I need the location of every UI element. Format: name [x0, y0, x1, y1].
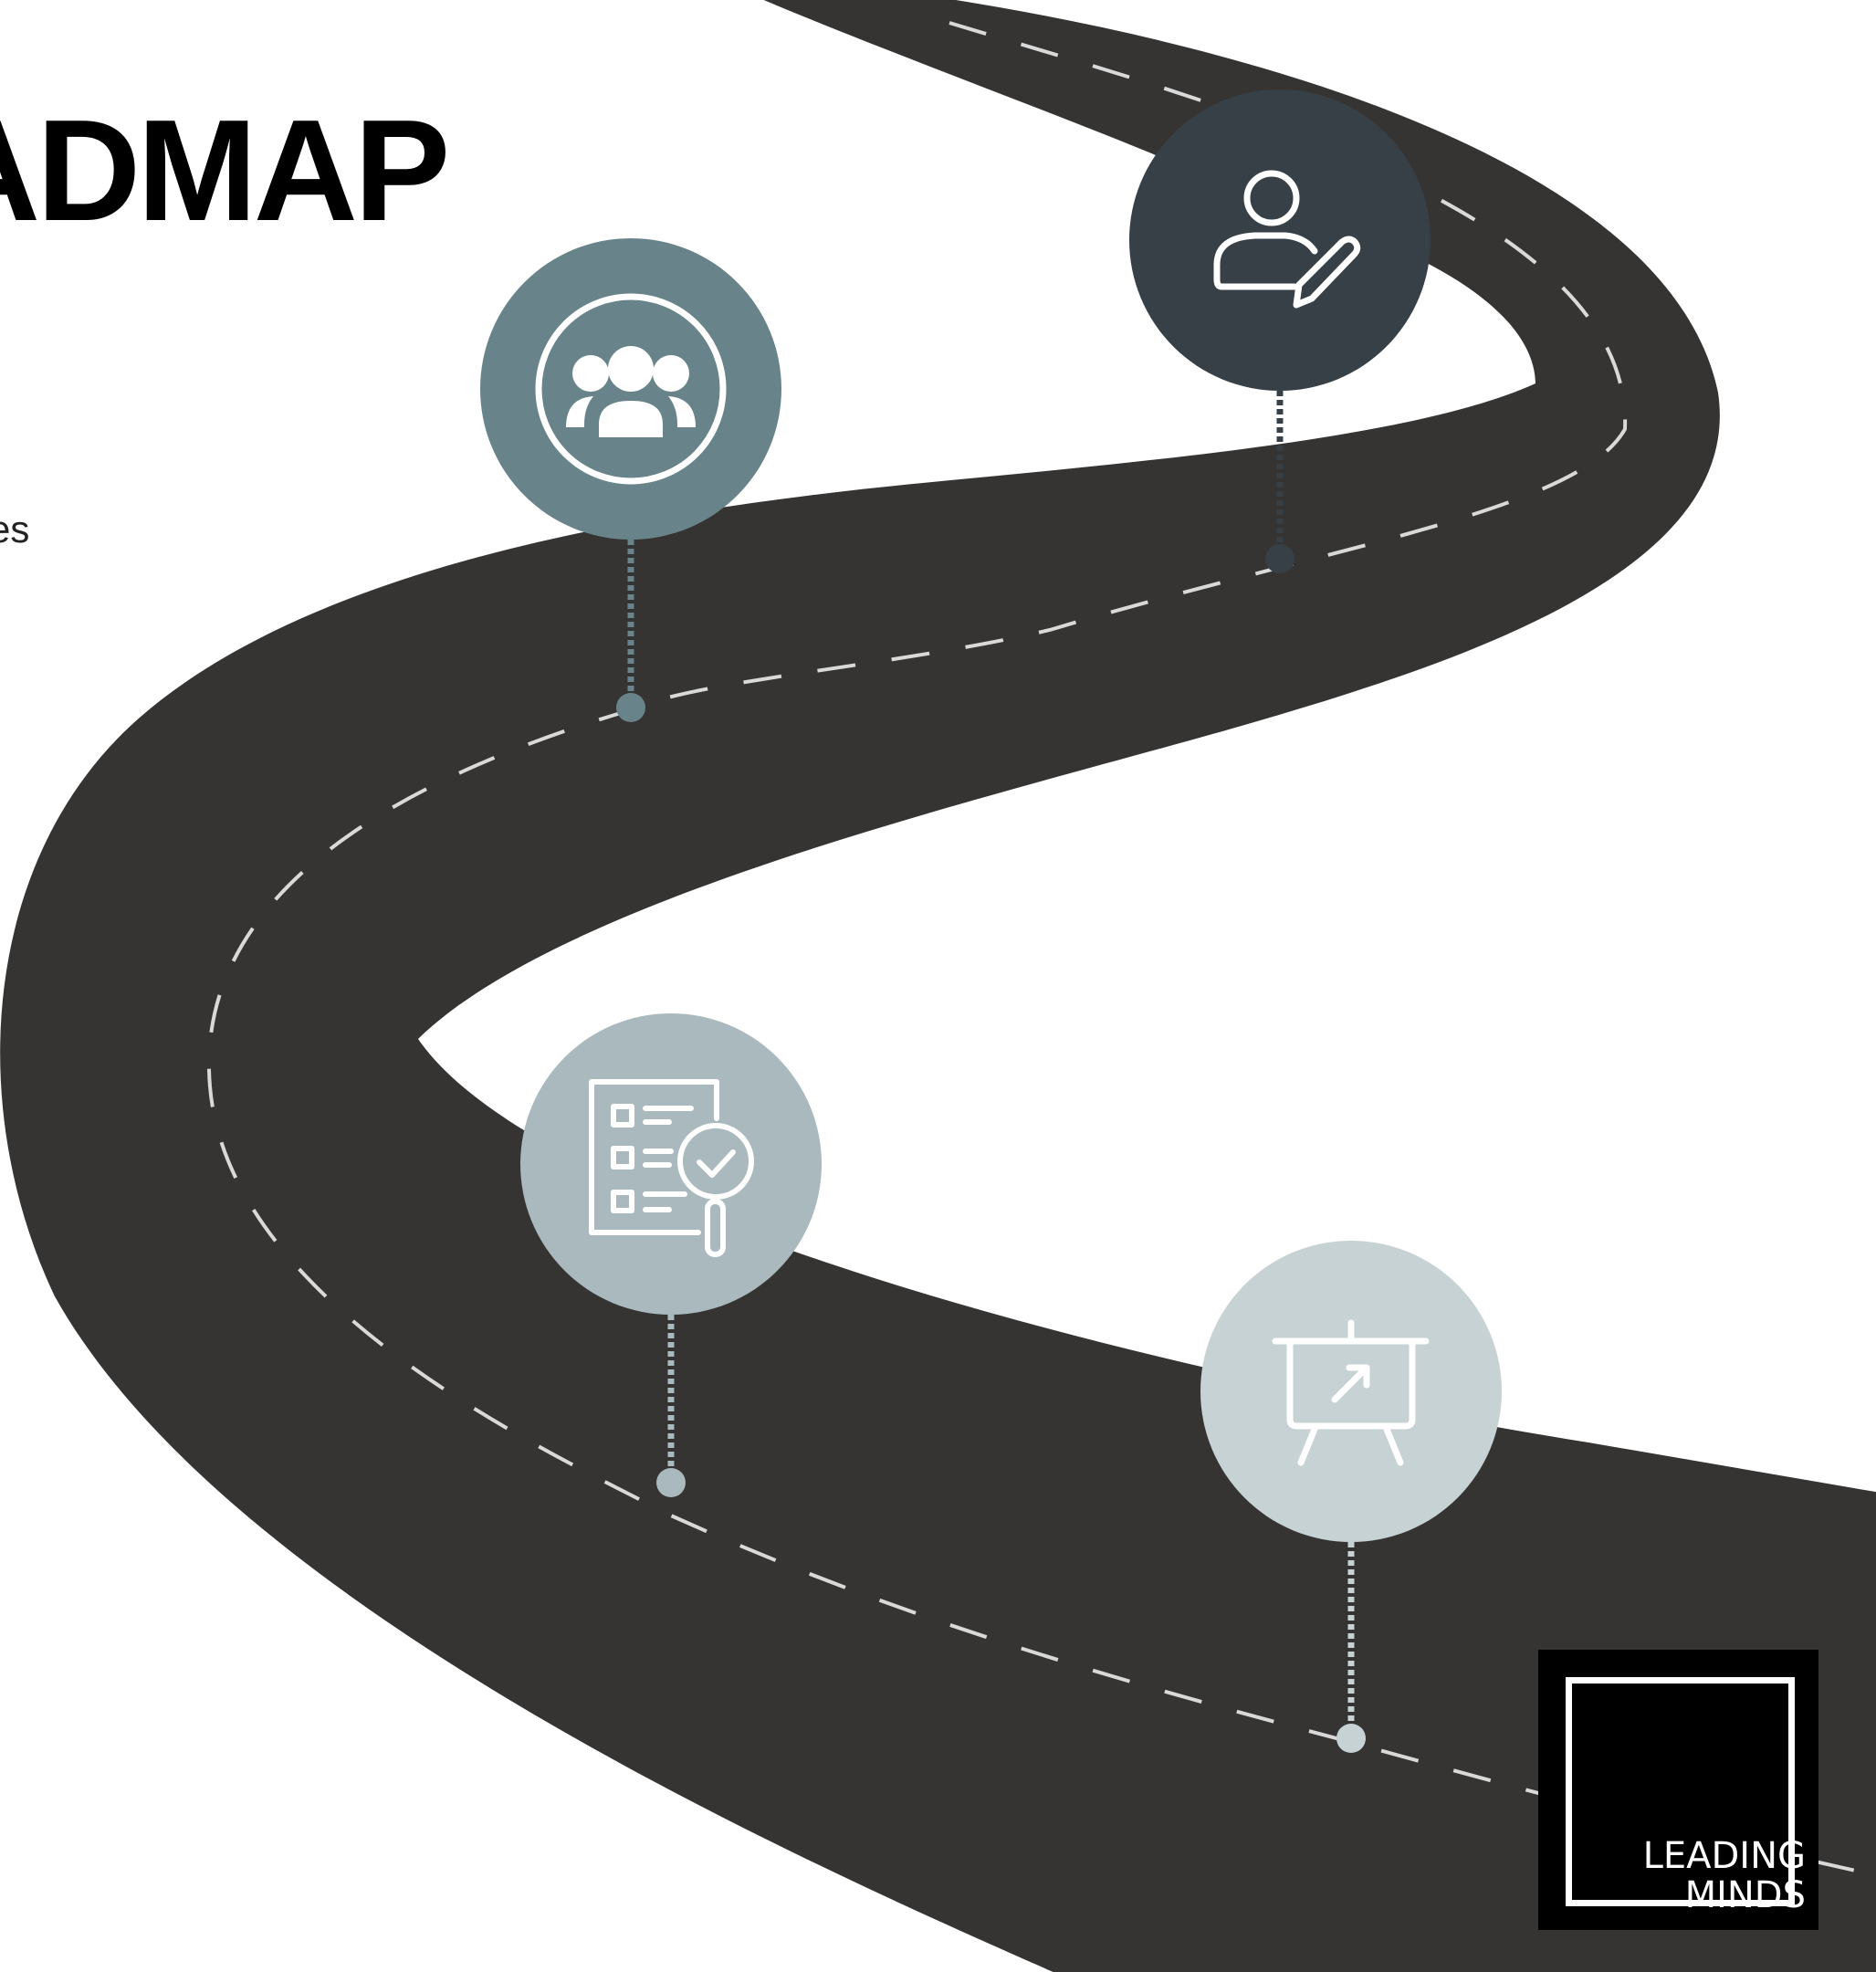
logo-wordmark: LEADING MINDS [1643, 1837, 1806, 1915]
milestone-1 [480, 238, 781, 540]
leading-minds-logo: LEADING MINDS [1538, 1650, 1818, 1930]
team-group-icon [535, 293, 727, 485]
milestone-2-road-marker [1265, 544, 1294, 573]
milestone-1-road-marker [616, 693, 645, 722]
subtitle-fragment: es [0, 508, 30, 551]
milestone-4-circle [1200, 1241, 1502, 1542]
milestone-3 [520, 1013, 822, 1315]
logo-line-1: LEADING [1642, 1835, 1806, 1877]
page-title: ADMAP [0, 90, 450, 251]
logo-frame [1566, 1677, 1795, 1906]
milestone-3-road-marker [656, 1468, 686, 1497]
milestone-4 [1200, 1241, 1502, 1542]
milestone-4-road-marker [1336, 1724, 1366, 1753]
milestone-markers [616, 544, 1366, 1753]
presentation-board-icon [1272, 1319, 1430, 1466]
checklist-search-icon [589, 1079, 754, 1257]
lane-divider [206, 21, 1876, 1877]
milestone-2 [1129, 89, 1431, 391]
milestone-stems [627, 391, 1355, 1738]
user-edit-icon [1213, 170, 1361, 309]
milestone-2-circle [1129, 89, 1431, 391]
logo-line-2: MINDS [1684, 1874, 1806, 1916]
